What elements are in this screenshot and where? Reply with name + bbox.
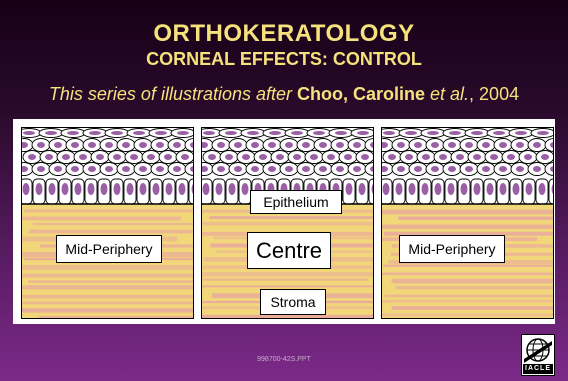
logo-text: IACLE: [523, 364, 553, 374]
epithelium-label: Epithelium: [250, 190, 342, 214]
credit-etal: et al.: [425, 84, 469, 104]
centre-label: Centre: [247, 232, 331, 269]
illustration-credit: This series of illustrations after Choo,…: [0, 84, 568, 105]
file-reference: 998700-42S.PPT: [0, 356, 568, 363]
panel-centre: Epithelium Centre Stroma: [201, 127, 374, 319]
credit-prefix: This series of illustrations after: [49, 84, 297, 104]
mid-periphery-label-left: Mid-Periphery: [56, 235, 162, 263]
credit-year: , 2004: [469, 84, 519, 104]
credit-author: Choo, Caroline: [297, 84, 425, 104]
slide-title: ORTHOKERATOLOGY: [0, 20, 568, 48]
panel-right-mid-periphery: Mid-Periphery: [381, 127, 554, 319]
slide-subtitle: CORNEAL EFFECTS: CONTROL: [0, 49, 568, 70]
panel-left-mid-periphery: Mid-Periphery: [21, 127, 194, 319]
mid-periphery-label-right: Mid-Periphery: [399, 235, 505, 263]
illustration-area: Mid-Periphery Epithelium Centre Stroma M…: [13, 119, 555, 324]
cornea-cross-section: [382, 128, 553, 318]
stroma-label: Stroma: [260, 289, 326, 315]
iacle-logo: IACLE: [521, 334, 555, 376]
cornea-cross-section: [22, 128, 193, 318]
